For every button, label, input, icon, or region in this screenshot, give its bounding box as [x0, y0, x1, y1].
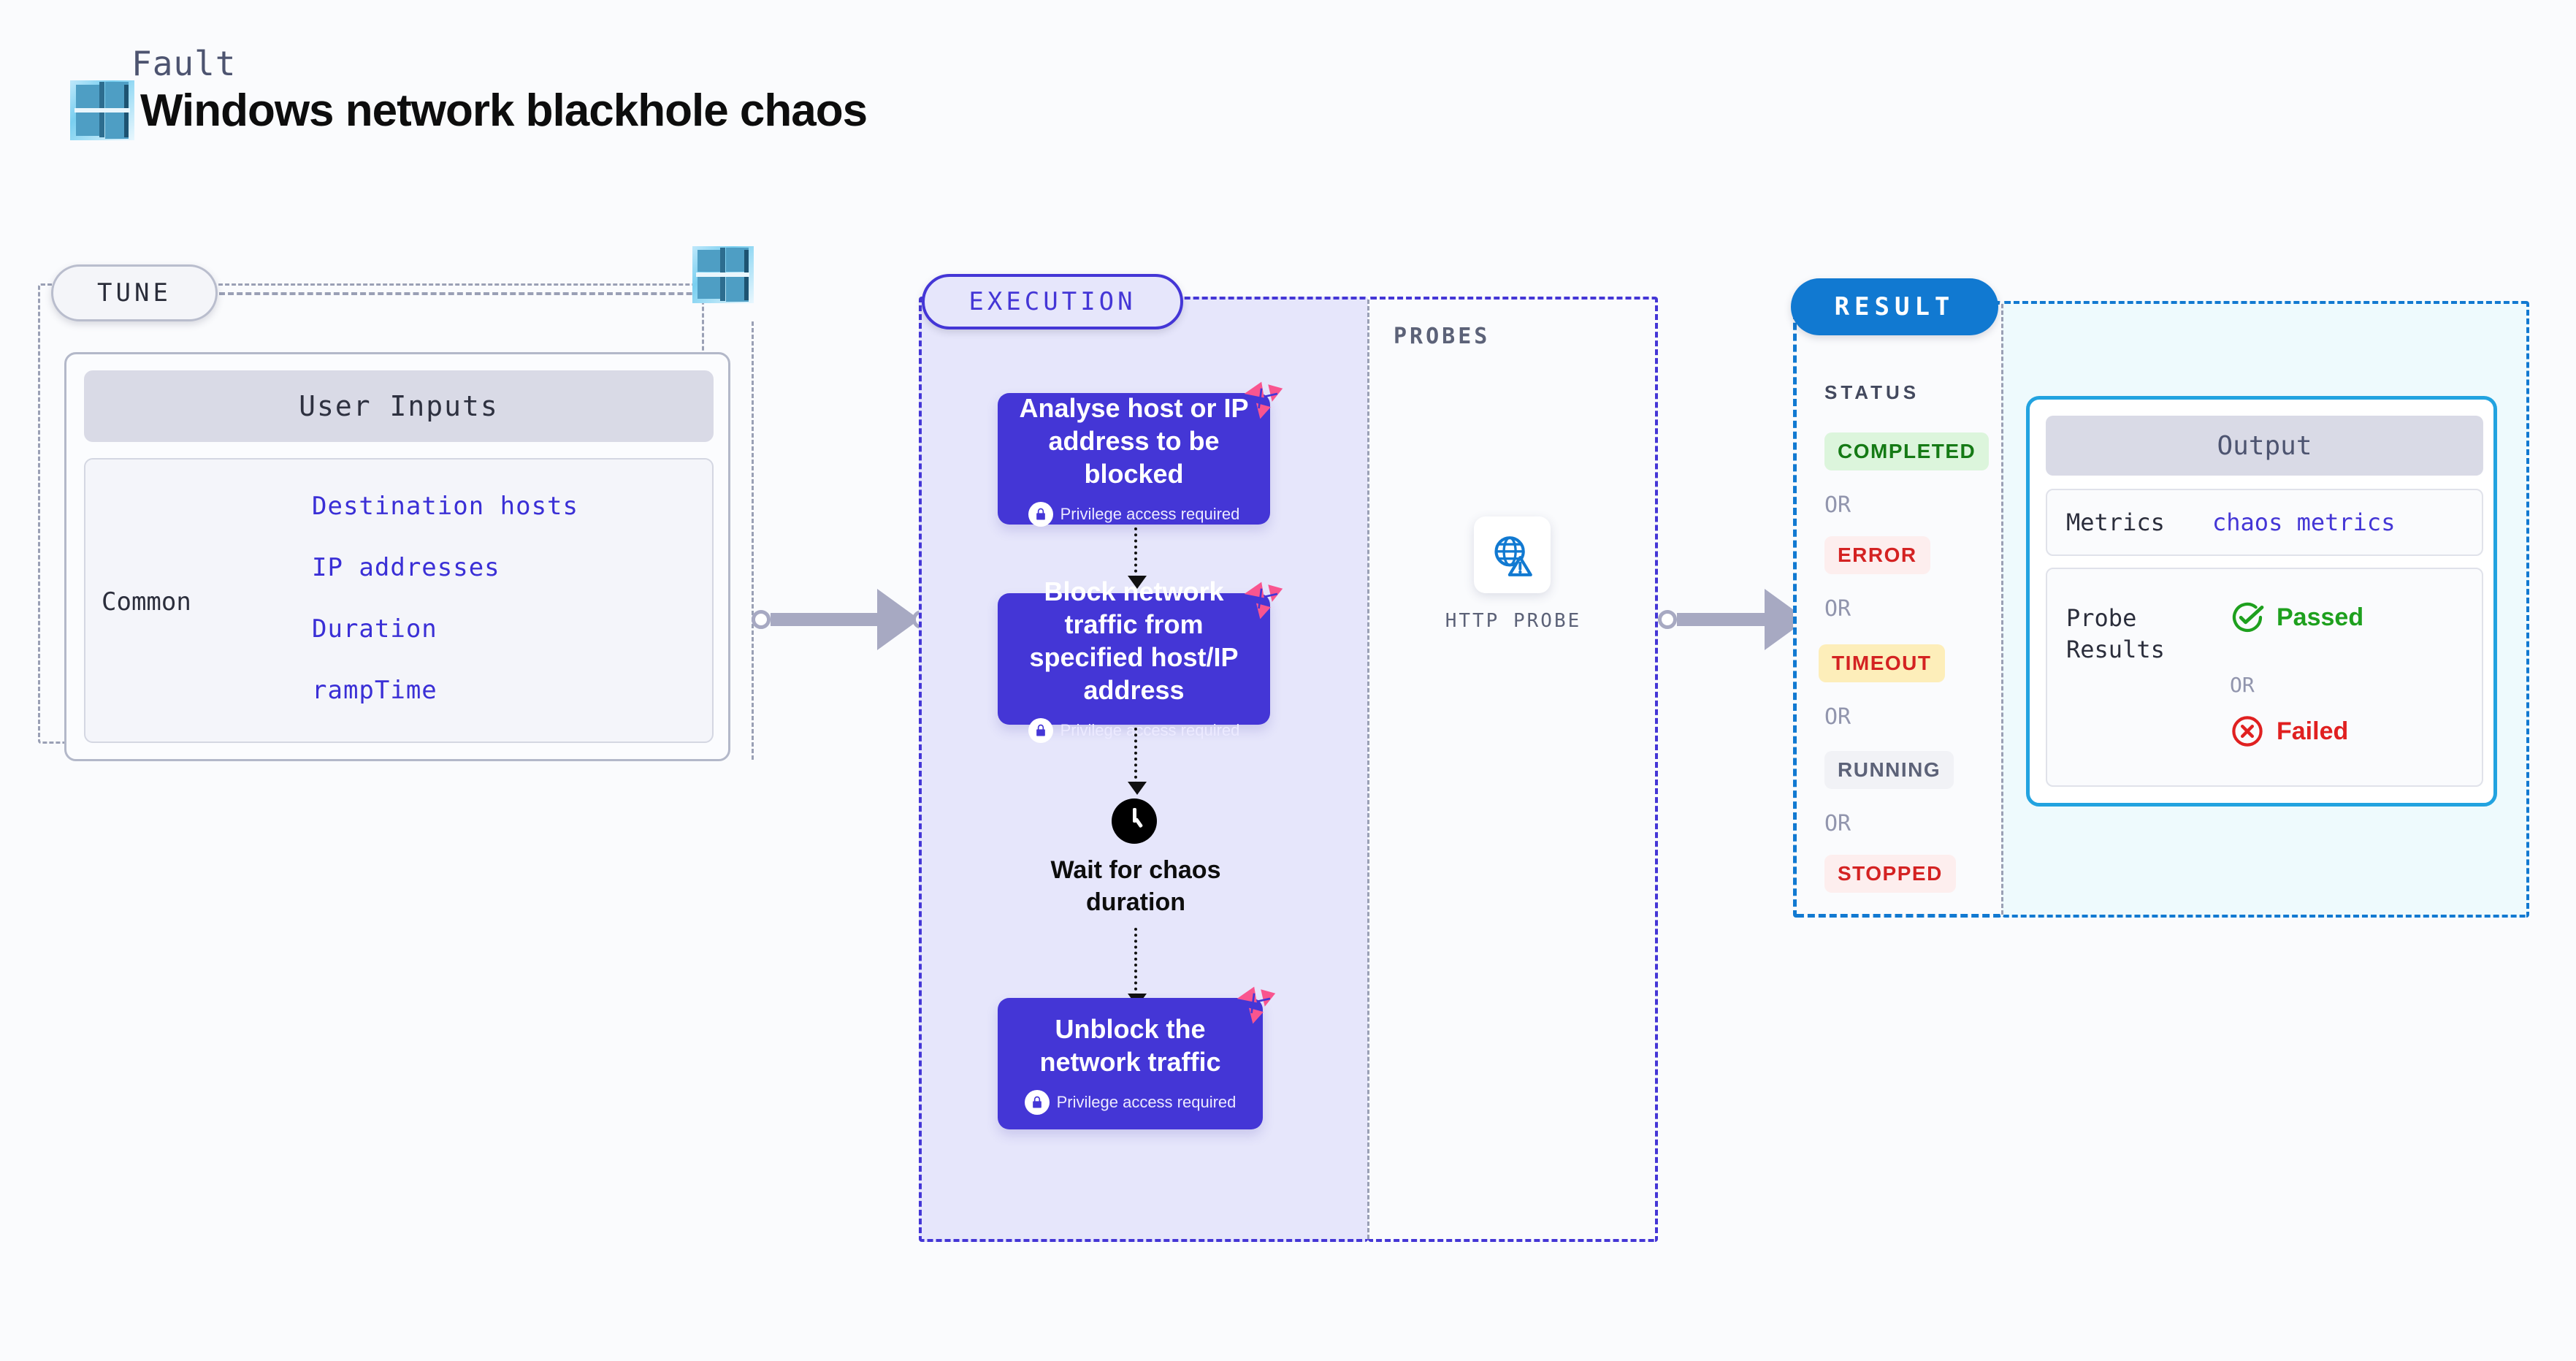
execution-step-block[interactable]: Block network traffic from specified hos… [998, 576, 1270, 743]
execution-step-label: Analyse host or IP address to be blocked [1019, 392, 1249, 489]
privilege-note: Privilege access required [1028, 718, 1240, 743]
execution-step-unblock[interactable]: Unblock the network traffic Privilege ac… [998, 998, 1263, 1129]
connector-start-dot [752, 610, 771, 629]
probe-result-failed: Failed [2230, 714, 2348, 749]
execution-flow-arrow [1128, 527, 1147, 589]
probes-panel [1368, 297, 1658, 1242]
tune-divider [219, 292, 745, 295]
user-inputs-list: Destination hosts IP addresses Duration … [312, 492, 578, 737]
execution-step-label: Unblock the network traffic [1039, 1014, 1221, 1077]
output-header: Output [2046, 416, 2483, 476]
title-row: Windows network blackhole chaos [70, 80, 868, 140]
page-title: Windows network blackhole chaos [140, 85, 868, 136]
status-badge: ERROR [1824, 536, 1930, 574]
lock-icon [1028, 501, 1053, 527]
output-card: Output Metrics chaos metrics Probe Resul… [2026, 396, 2497, 807]
probe-result-passed: Passed [2230, 600, 2363, 635]
connector-bar [771, 613, 879, 626]
litmus-logo-icon [1244, 582, 1283, 619]
user-inputs-body: Common Destination hosts IP addresses Du… [84, 458, 714, 743]
user-inputs-card: User Inputs Common Destination hosts IP … [64, 352, 730, 761]
x-circle-icon [2232, 716, 2263, 747]
probe-failed-label: Failed [2277, 717, 2349, 745]
connector-bar [1677, 613, 1766, 626]
page-header: Fault Windows network blackhole chaos [70, 44, 868, 140]
lock-icon [1028, 718, 1053, 743]
list-item[interactable]: IP addresses [312, 553, 500, 582]
connector-tune-to-execution [752, 589, 931, 650]
result-divider [2001, 304, 2003, 915]
or-label: OR [1824, 704, 1851, 730]
connector-execution-to-result [1658, 589, 1819, 650]
status-badge: RUNNING [1824, 751, 1954, 789]
probes-title: PROBES [1394, 324, 1491, 349]
execution-pill[interactable]: EXECUTION [922, 274, 1183, 329]
litmus-logo-icon [1244, 381, 1283, 419]
windows-logo-icon [70, 80, 134, 140]
privilege-note-label: Privilege access required [1060, 721, 1240, 739]
or-label: OR [1824, 811, 1851, 836]
check-circle-icon [2232, 602, 2264, 633]
globe-warning-icon [1494, 535, 1532, 576]
or-label: OR [1824, 492, 1851, 518]
execution-step-wait-label: Wait for chaos duration [1050, 856, 1221, 916]
tune-icon-connector [752, 321, 754, 760]
privilege-note: Privilege access required [1028, 501, 1240, 527]
connector-start-dot [1658, 610, 1677, 629]
metrics-key: Metrics [2066, 508, 2165, 536]
result-pill[interactable]: RESULT [1791, 278, 1998, 335]
execution-step-label: Block network traffic from specified hos… [1029, 576, 1239, 705]
lock-icon [1024, 1090, 1050, 1115]
probe-results-key: Probe Results [2066, 604, 2165, 664]
tune-windows-logo-icon [692, 246, 754, 303]
user-inputs-header: User Inputs [84, 370, 714, 442]
list-item[interactable]: Destination hosts [312, 492, 578, 521]
status-badge: COMPLETED [1824, 432, 1990, 470]
status-badge: STOPPED [1824, 855, 1956, 893]
execution-step-analyse[interactable]: Analyse host or IP address to be blocked… [998, 392, 1270, 527]
metrics-value[interactable]: chaos metrics [2212, 508, 2396, 536]
or-label: OR [1824, 596, 1851, 622]
probe-results-row: Probe Results Passed OR Failed [2046, 568, 2483, 787]
privilege-note: Privilege access required [1024, 1090, 1237, 1115]
or-label: OR [2230, 673, 2255, 697]
status-badge: TIMEOUT [1819, 644, 1945, 682]
execution-flow-arrow [1128, 928, 1147, 1007]
privilege-note-label: Privilege access required [1060, 504, 1240, 523]
clock-icon [1112, 798, 1157, 844]
status-title: STATUS [1824, 381, 1920, 403]
result-status-panel [1793, 301, 2002, 918]
metrics-row: Metrics chaos metrics [2046, 489, 2483, 556]
list-item[interactable]: Duration [312, 614, 437, 644]
http-probe-card[interactable] [1474, 516, 1551, 593]
http-probe-label: HTTP PROBE [1445, 610, 1582, 632]
fault-kicker: Fault [131, 44, 237, 83]
privilege-note-label: Privilege access required [1056, 1093, 1237, 1111]
list-item[interactable]: rampTime [312, 676, 437, 705]
probe-passed-label: Passed [2277, 603, 2364, 631]
litmus-logo-icon [1237, 986, 1276, 1024]
user-inputs-group-label: Common [102, 587, 191, 617]
tune-pill[interactable]: TUNE [51, 264, 218, 321]
execution-flow-arrow [1128, 728, 1147, 795]
execution-probes-divider [1367, 300, 1369, 1239]
